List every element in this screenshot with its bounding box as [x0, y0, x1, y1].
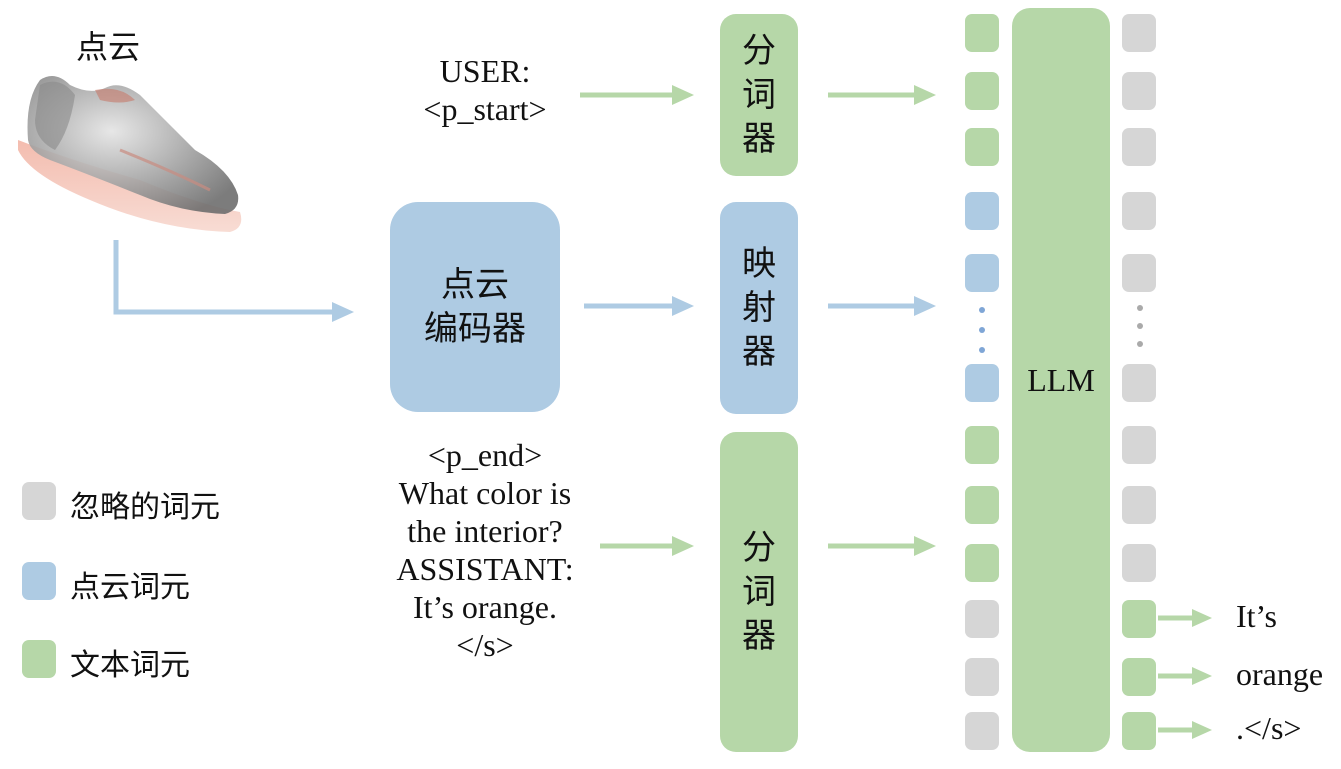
output-token-ignored	[1122, 486, 1156, 524]
input-token-ignored	[965, 712, 999, 750]
tokenizer-top-box: 分 词 器	[720, 14, 798, 176]
bottom-prompt-line-5: It’s orange.	[413, 589, 557, 625]
legend-swatch-pointcloud	[22, 562, 56, 600]
output-token-ignored	[1122, 426, 1156, 464]
tokenizer-bottom-char-2: 词	[742, 572, 776, 612]
tokenizer-bottom-char-1: 分	[742, 528, 776, 568]
bottom-prompt-line-6: </s>	[456, 627, 514, 663]
legend-label-text: 文本词元	[70, 648, 190, 683]
tokenizer-bottom-box: 分 词 器	[720, 432, 798, 752]
top-prompt-line-2: <p_start>	[423, 91, 547, 127]
llm-label: LLM	[1027, 361, 1095, 398]
output-token-text	[1122, 600, 1156, 638]
input-token-pointcloud	[965, 364, 999, 402]
input-token-text	[965, 14, 999, 52]
legend-swatch-text	[22, 640, 56, 678]
projector-char-2: 射	[742, 288, 776, 328]
input-token-ignored	[965, 600, 999, 638]
output-token-ignored	[1122, 254, 1156, 292]
input-token-text	[965, 128, 999, 166]
output-token-ignored	[1122, 544, 1156, 582]
point-cloud-encoder-box: 点云 编码器	[390, 202, 560, 412]
projector-char-3: 器	[742, 332, 776, 372]
tokenizer-top-char-1: 分	[742, 31, 776, 71]
legend-label-ignored: 忽略的词元	[70, 490, 220, 525]
tokenizer-top-char-3: 器	[742, 119, 776, 159]
tokenizer-bottom-char-3: 器	[742, 616, 776, 656]
legend-label-pointcloud: 点云词元	[70, 570, 190, 605]
input-token-pointcloud	[965, 254, 999, 292]
point-cloud-title: 点云	[76, 28, 141, 66]
projector-char-1: 映	[742, 244, 776, 284]
bottom-prompt: <p_end> What color is the interior? ASSI…	[370, 436, 600, 664]
output-word-1: It’s	[1236, 598, 1277, 634]
encoder-label-line-1: 点云	[441, 265, 509, 305]
output-token-ignored	[1122, 128, 1156, 166]
output-word-3: .</s>	[1236, 710, 1302, 746]
llm-block: LLM	[1012, 8, 1110, 752]
input-token-text	[965, 544, 999, 582]
bottom-prompt-line-3: the interior?	[407, 513, 563, 549]
output-token-ignored	[1122, 72, 1156, 110]
bottom-prompt-line-2: What color is	[398, 475, 572, 511]
output-token-text	[1122, 712, 1156, 750]
input-token-text	[965, 486, 999, 524]
input-token-pointcloud	[965, 192, 999, 230]
output-token-ignored	[1122, 364, 1156, 402]
tokenizer-top-char-2: 词	[742, 75, 776, 115]
output-token-ignored	[1122, 14, 1156, 52]
legend-swatch-ignored	[22, 482, 56, 520]
input-token-text	[965, 426, 999, 464]
top-prompt-line-1: USER:	[439, 53, 531, 89]
bottom-prompt-line-1: <p_end>	[427, 437, 543, 473]
bottom-prompt-line-4: ASSISTANT:	[396, 551, 574, 587]
output-word-2: orange	[1236, 656, 1324, 692]
input-token-ignored	[965, 658, 999, 696]
output-token-text	[1122, 658, 1156, 696]
encoder-label-line-2: 编码器	[424, 309, 526, 349]
output-token-ignored	[1122, 192, 1156, 230]
projector-box: 映 射 器	[720, 202, 798, 414]
input-token-text	[965, 72, 999, 110]
top-prompt: USER: <p_start>	[380, 52, 590, 128]
